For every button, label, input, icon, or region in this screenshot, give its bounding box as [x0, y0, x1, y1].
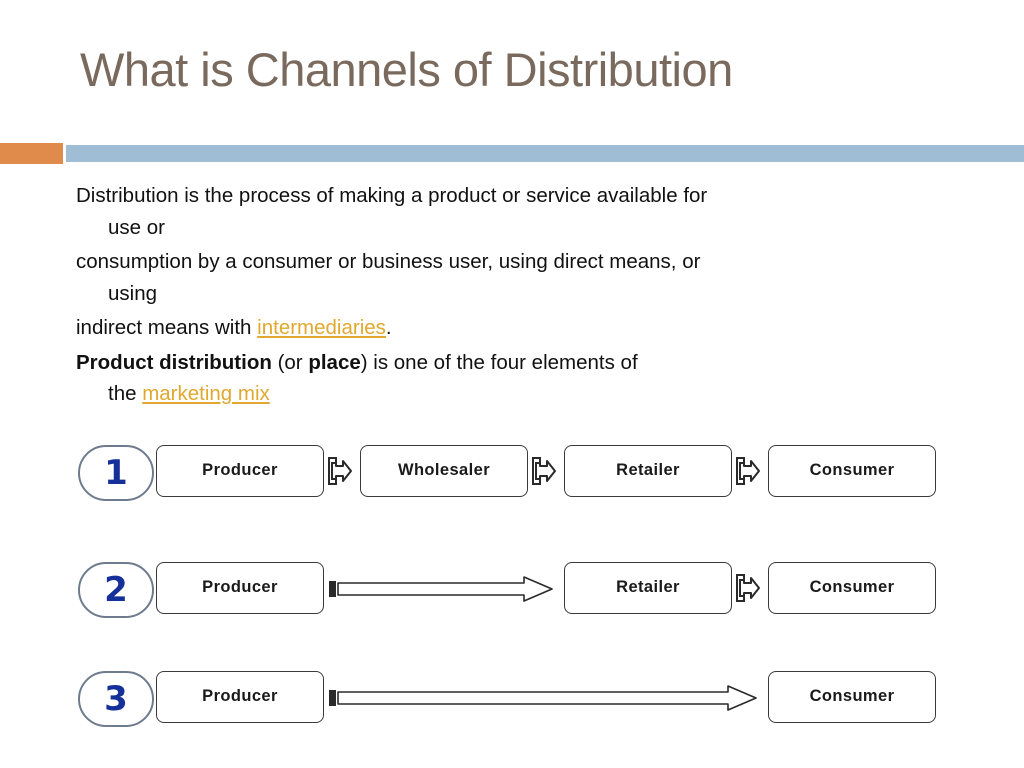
- paragraph-3: indirect means with intermediaries.: [76, 312, 966, 344]
- node-label: Wholesaler: [397, 461, 491, 479]
- node-producer-row3: Producer: [156, 671, 324, 723]
- paragraph-2-line-2: using: [108, 281, 158, 305]
- channel-number-1-label: 1: [104, 453, 128, 493]
- node-label: Consumer: [809, 461, 895, 479]
- node-retailer-row2: Retailer: [564, 562, 732, 614]
- node-consumer-row2: Consumer: [768, 562, 936, 614]
- page-title: What is Channels of Distribution: [80, 43, 733, 96]
- node-consumer-row3: Consumer: [768, 671, 936, 723]
- node-label: Producer: [202, 578, 278, 596]
- arrow-icon: [530, 455, 558, 487]
- channel-number-3-label: 3: [104, 679, 128, 719]
- channel-row-3: 3 Producer Consumer: [70, 671, 970, 731]
- body-content: Distribution is the process of making a …: [76, 180, 966, 413]
- paragraph-3-text: indirect means with: [76, 316, 258, 340]
- product-distribution-term: Product distribution: [76, 350, 272, 374]
- title-accent-bar: [0, 143, 63, 164]
- node-producer-row1: Producer: [156, 445, 324, 497]
- channel-number-3: 3: [78, 671, 154, 727]
- channel-row-1: 1 Producer Wholesaler Reta: [70, 445, 970, 505]
- paragraph-3-period: .: [385, 316, 392, 340]
- arrow-icon: [734, 572, 762, 604]
- arrow-icon: [326, 455, 354, 487]
- paragraph-4-line-2-pre: the: [108, 382, 143, 406]
- place-term: place: [308, 350, 361, 374]
- node-label: Consumer: [809, 687, 895, 705]
- node-wholesaler-row1: Wholesaler: [360, 445, 528, 497]
- paragraph-4-mid-1: (or: [271, 350, 309, 374]
- channel-number-2-label: 2: [104, 570, 128, 610]
- long-arrow-icon: [328, 683, 760, 713]
- paragraph-4: Product distribution (or place) is one o…: [76, 347, 966, 410]
- long-arrow-icon: [328, 574, 556, 604]
- node-consumer-row1: Consumer: [768, 445, 936, 497]
- channel-row-2: 2 Producer Retailer Consum: [70, 562, 970, 622]
- paragraph-4-mid-2: ) is one of the four elements of: [360, 350, 638, 374]
- paragraph-2: consumption by a consumer or business us…: [76, 246, 966, 309]
- node-label: Consumer: [809, 578, 895, 596]
- distribution-channels-diagram: 1 Producer Wholesaler Reta: [70, 440, 970, 740]
- paragraph-1-line-2: use or: [108, 215, 165, 239]
- channel-number-2: 2: [78, 562, 154, 618]
- node-label: Retailer: [616, 578, 680, 596]
- title-divider-bar: [66, 145, 1024, 162]
- node-label: Retailer: [616, 461, 680, 479]
- channel-number-1: 1: [78, 445, 154, 501]
- node-label: Producer: [202, 687, 278, 705]
- marketing-mix-link[interactable]: marketing mix: [142, 382, 270, 406]
- paragraph-4-line-2: the marketing mix: [76, 378, 966, 410]
- paragraph-1: Distribution is the process of making a …: [76, 180, 966, 243]
- arrow-icon: [734, 455, 762, 487]
- intermediaries-link[interactable]: intermediaries: [257, 316, 386, 340]
- node-retailer-row1: Retailer: [564, 445, 732, 497]
- node-label: Producer: [202, 461, 278, 479]
- node-producer-row2: Producer: [156, 562, 324, 614]
- paragraph-2-line-1: consumption by a consumer or business us…: [76, 250, 701, 274]
- paragraph-1-line-1: Distribution is the process of making a …: [76, 184, 708, 207]
